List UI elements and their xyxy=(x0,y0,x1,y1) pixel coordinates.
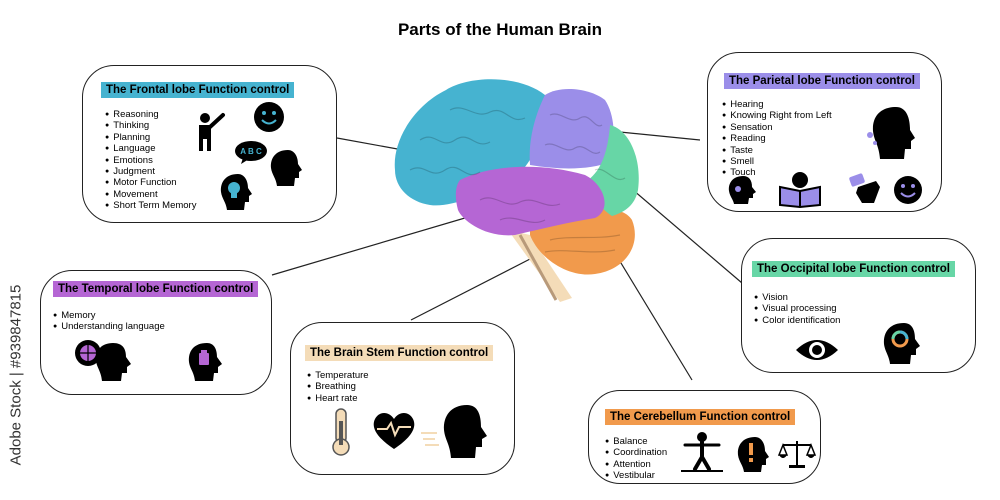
list-item: Sensation xyxy=(722,122,832,134)
person-balancing-icon xyxy=(681,432,723,472)
list-item: Heart rate xyxy=(307,393,369,405)
svg-text:A B C: A B C xyxy=(240,147,262,156)
head-lightbulb-icon xyxy=(220,174,252,210)
person-reading-icon xyxy=(779,172,821,209)
heart-rate-icon xyxy=(373,413,415,449)
list-item: Color identification xyxy=(754,315,840,327)
frontal-lobe-list: Reasoning Thinking Planning Language Emo… xyxy=(105,109,196,213)
temporal-lobe-label: The Temporal lobe Function control xyxy=(53,281,259,297)
connector-occipital xyxy=(632,189,743,284)
occipital-lobe-card: The Occipital lobe Function control Visi… xyxy=(741,238,976,373)
page-title: Parts of the Human Brain xyxy=(397,20,603,39)
brain-folds xyxy=(409,107,626,253)
frontal-lobe-card: The Frontal lobe Function control Reason… xyxy=(82,65,337,223)
scales-icon xyxy=(777,441,817,468)
stock-watermark-text: Adobe Stock | #939847815 xyxy=(7,284,25,466)
list-item: Hearing xyxy=(722,99,832,111)
parietal-lobe-label: The Parietal lobe Function control xyxy=(724,73,920,89)
list-item: Coordination xyxy=(605,448,667,459)
temporal-lobe-card: The Temporal lobe Function control Memor… xyxy=(40,270,272,395)
list-item: Reasoning xyxy=(105,109,196,121)
list-item: Temperature xyxy=(307,370,368,382)
list-item: Memory xyxy=(53,310,165,322)
list-item: Attention xyxy=(605,459,667,471)
head-attention-icon xyxy=(737,437,769,472)
list-item: Vision xyxy=(754,292,840,304)
abc-speech-icon: A B C xyxy=(235,141,267,164)
brain-illustration xyxy=(394,79,639,302)
list-item: Breathing xyxy=(307,382,369,393)
parietal-lobe xyxy=(529,88,614,169)
list-item: Understanding language xyxy=(53,322,165,333)
list-item: Thinking xyxy=(105,121,196,132)
parietal-lobe-list: Hearing Knowing Right from Left Sensatio… xyxy=(722,99,832,180)
cerebellum-card: The Cerebellum Function control Balance … xyxy=(588,390,821,484)
head-memory-icon xyxy=(188,343,222,381)
head-taste-icon xyxy=(728,176,756,204)
list-item: Language xyxy=(105,143,196,155)
smiley-icon xyxy=(254,102,284,132)
list-item: Vestibular xyxy=(605,470,667,482)
list-item: Balance xyxy=(605,436,667,448)
thermometer-icon xyxy=(332,408,350,456)
frontal-lobe-label: The Frontal lobe Function control xyxy=(101,82,295,98)
list-item: Motor Function xyxy=(105,178,196,189)
occipital-lobe-label: The Occipital lobe Function control xyxy=(752,261,955,277)
stock-watermark: Adobe Stock | #939847815 xyxy=(6,255,26,495)
list-item: Short Term Memory xyxy=(105,200,196,212)
head-profile-icon xyxy=(270,150,302,186)
list-item: Visual processing xyxy=(754,304,840,315)
list-item: Emotions xyxy=(105,155,196,167)
list-item: Judgment xyxy=(105,166,196,178)
brain-stem-highlight xyxy=(518,234,558,301)
connector-cerebellum xyxy=(606,239,693,381)
parietal-lobe-card: The Parietal lobe Function control Heari… xyxy=(707,52,942,212)
person-pointing-icon xyxy=(199,113,225,151)
connector-temporal xyxy=(271,209,493,276)
list-item: Taste xyxy=(722,145,832,157)
occipital-lobe-list: Vision Visual processing Color identific… xyxy=(754,292,840,327)
connector-stem xyxy=(410,257,533,321)
list-item: Touch xyxy=(722,168,832,179)
head-globe-icon xyxy=(75,340,131,381)
list-item: Movement xyxy=(105,189,196,201)
smiley-icon xyxy=(894,176,922,204)
brain-stem-label: The Brain Stem Function control xyxy=(305,345,494,361)
brain-stem xyxy=(508,230,572,302)
head-smell-icon xyxy=(867,107,915,159)
list-item: Knowing Right from Left xyxy=(722,111,831,122)
list-item: Reading xyxy=(722,133,832,145)
head-color-wheel-icon xyxy=(883,323,920,364)
head-breathing-icon xyxy=(421,405,487,458)
cerebellum-list: Balance Coordination Attention Vestibula… xyxy=(605,436,667,483)
brain-stem-list: Temperature Breathing Heart rate xyxy=(307,370,369,405)
cerebellum-label: The Cerebellum Function control xyxy=(605,409,796,425)
hand-touch-icon xyxy=(849,173,880,203)
list-item: Planning xyxy=(105,132,196,144)
temporal-lobe-list: Memory Understanding language xyxy=(53,310,165,334)
eye-icon xyxy=(796,340,838,360)
brain-stem-card: The Brain Stem Function control Temperat… xyxy=(290,322,515,475)
list-item: Smell xyxy=(722,156,832,168)
temporal-lobe xyxy=(455,166,605,236)
